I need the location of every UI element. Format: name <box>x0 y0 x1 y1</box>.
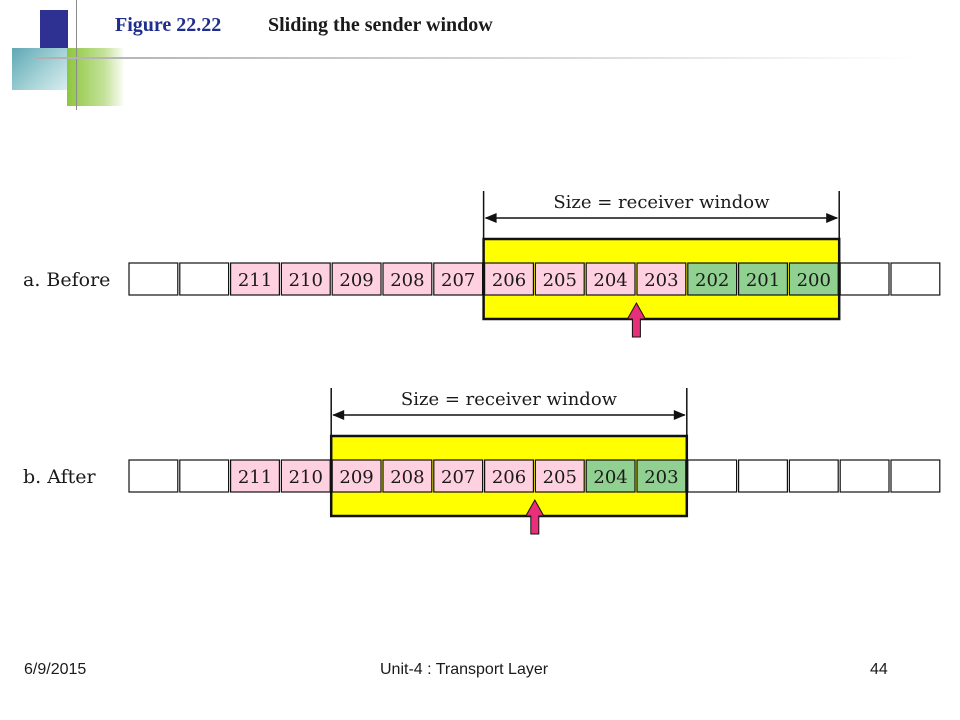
sequence-cell <box>839 459 890 493</box>
footer-page-number: 44 <box>870 661 888 678</box>
sequence-number: 211 <box>238 270 272 291</box>
sequence-cell <box>382 459 433 493</box>
panel-before: 211 210 209 208 207 206 205 204 203 202 201 200 a. B… <box>23 191 941 338</box>
sequence-cell <box>280 459 331 493</box>
sequence-cell <box>890 459 941 493</box>
sequence-cell <box>128 262 179 296</box>
sequence-cell <box>280 262 331 296</box>
sequence-cell <box>788 459 839 493</box>
sequence-cell <box>128 459 179 493</box>
decor-vertical-line <box>76 0 77 110</box>
sequence-number: 206 <box>492 270 526 291</box>
sequence-cell <box>433 459 484 493</box>
figure-title: Sliding the sender window <box>268 14 493 36</box>
sequence-cell <box>534 262 585 296</box>
sequence-number: 209 <box>339 270 373 291</box>
footer-title: Unit-4 : Transport Layer <box>380 661 549 678</box>
arrowhead-right-icon <box>673 410 686 420</box>
sequence-number: 207 <box>441 467 475 488</box>
sequence-number: 210 <box>289 467 323 488</box>
window-size-label: Size = receiver window <box>553 192 770 213</box>
decor-blue-square <box>40 10 68 48</box>
figure-number: Figure 22.22 <box>115 14 222 36</box>
sequence-cell <box>687 459 738 493</box>
sequence-cell <box>636 459 687 493</box>
sequence-number: 205 <box>543 270 577 291</box>
sequence-cell <box>433 262 484 296</box>
panel-after: 211 210 209 208 207 206 205 204 203 b. After Size … <box>23 388 941 535</box>
sequence-number: 204 <box>593 467 627 488</box>
panel-label: b. After <box>23 466 97 488</box>
title-underline <box>36 57 916 59</box>
sequence-cell <box>484 262 535 296</box>
sequence-number: 210 <box>289 270 323 291</box>
sequence-cell <box>179 262 230 296</box>
sequence-cell <box>230 459 281 493</box>
sequence-number: 206 <box>492 467 526 488</box>
sequence-number: 208 <box>390 467 424 488</box>
sequence-cell <box>737 262 788 296</box>
sequence-cell <box>737 459 788 493</box>
sequence-number: 208 <box>390 270 424 291</box>
sequence-cell <box>687 262 738 296</box>
sequence-number: 205 <box>543 467 577 488</box>
sequence-number: 211 <box>238 467 272 488</box>
sequence-cell <box>636 262 687 296</box>
sequence-cell <box>585 262 636 296</box>
sequence-cell <box>484 459 535 493</box>
panel-label: a. Before <box>23 269 110 291</box>
sequence-number: 204 <box>593 270 627 291</box>
arrowhead-right-icon <box>826 213 839 223</box>
arrowhead-left-icon <box>332 410 345 420</box>
sequence-number: 203 <box>644 467 678 488</box>
sequence-cell <box>230 262 281 296</box>
sequence-number: 202 <box>695 270 729 291</box>
footer-date: 6/9/2015 <box>24 661 87 678</box>
sequence-number: 209 <box>339 467 373 488</box>
sequence-cell <box>839 262 890 296</box>
sequence-number: 200 <box>797 270 831 291</box>
decor-teal-square <box>12 48 67 90</box>
sequence-cell <box>890 262 941 296</box>
arrowhead-left-icon <box>484 213 497 223</box>
pointer-arrow-icon <box>524 498 545 535</box>
sequence-cell <box>788 262 839 296</box>
sequence-number: 207 <box>441 270 475 291</box>
sequence-cell <box>534 459 585 493</box>
pointer-arrow-icon <box>626 301 647 338</box>
sequence-cell <box>179 459 230 493</box>
sequence-cell <box>331 459 382 493</box>
sequence-cell <box>331 262 382 296</box>
sequence-number: 201 <box>746 270 780 291</box>
sequence-number: 203 <box>644 270 678 291</box>
sequence-cell <box>382 262 433 296</box>
window-size-label: Size = receiver window <box>401 389 618 410</box>
sequence-cell <box>585 459 636 493</box>
